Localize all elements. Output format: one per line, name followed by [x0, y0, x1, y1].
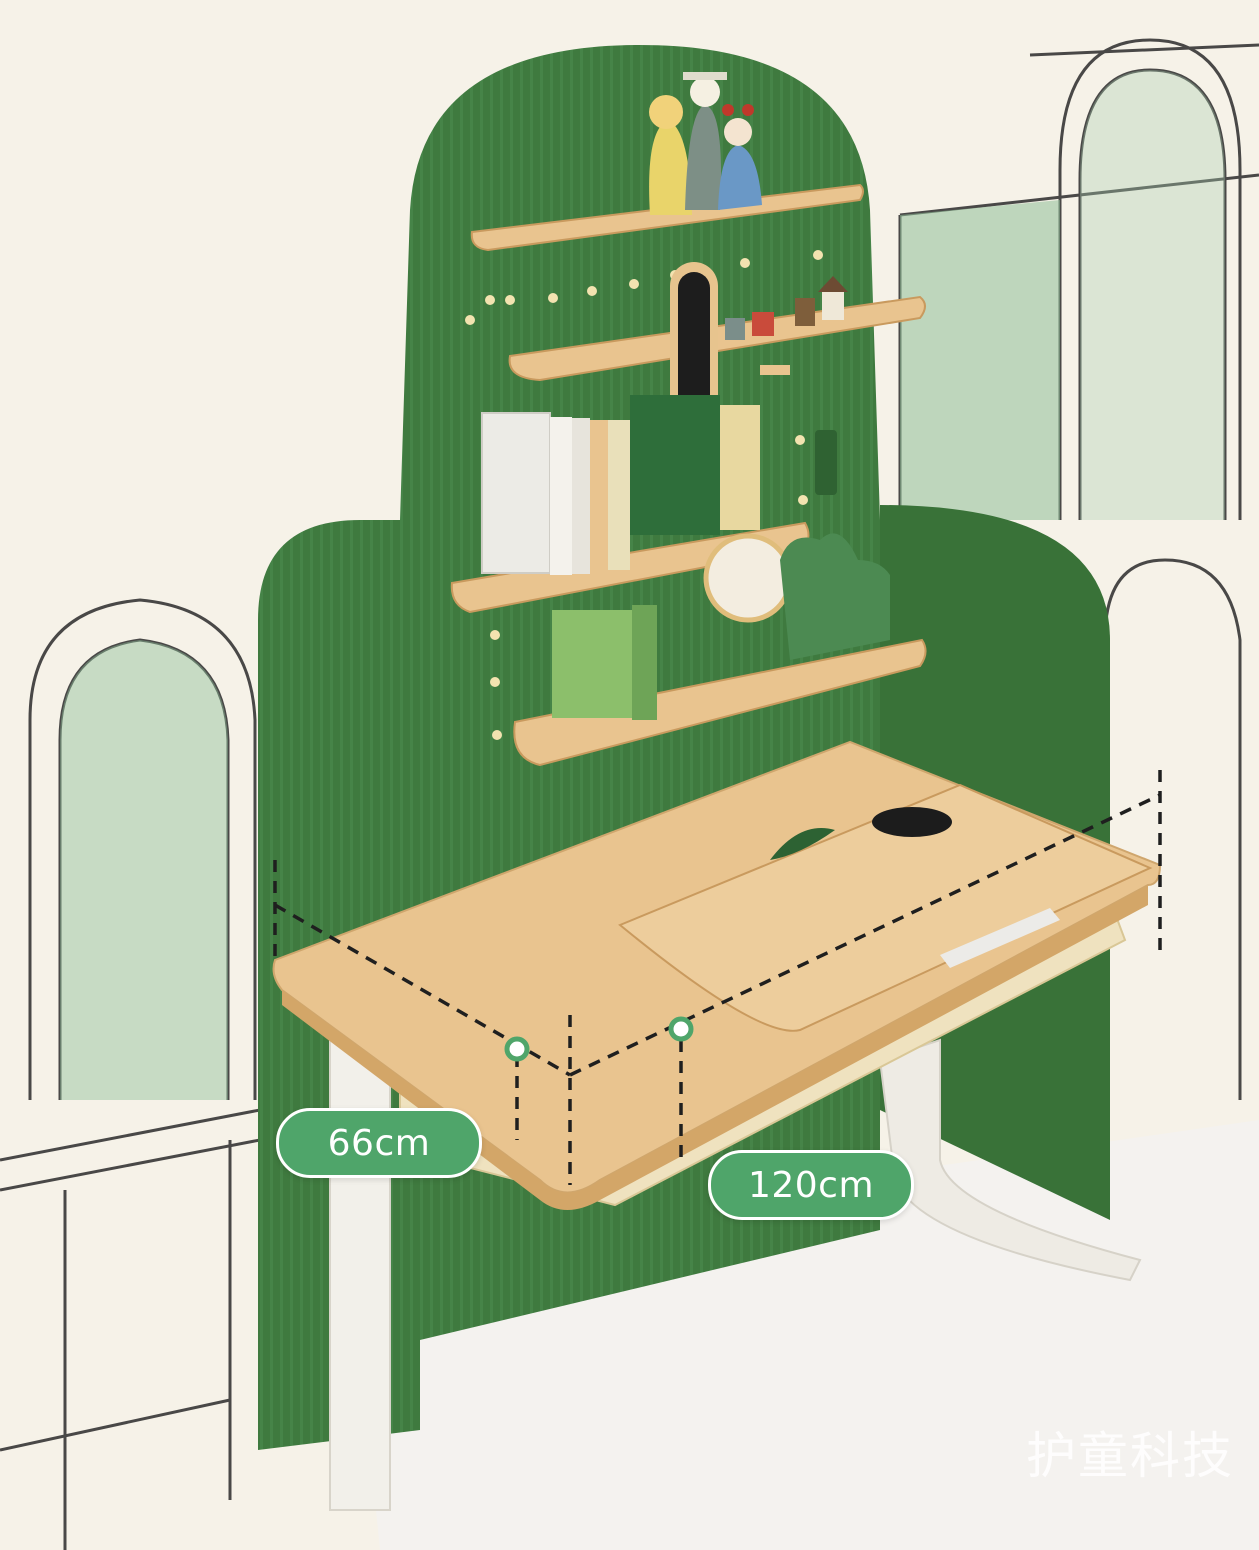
- watermark: 护童科技: [1026, 1427, 1234, 1485]
- miniature-houses: [725, 276, 848, 340]
- desk-top: [272, 740, 1162, 1210]
- depth-dimension-label: 66cm: [276, 1108, 482, 1178]
- pen-holder: [780, 533, 890, 660]
- hanging-hooks: [760, 365, 837, 495]
- width-dimension-label: 120cm: [708, 1150, 914, 1220]
- books: [481, 395, 760, 720]
- figurines: [649, 72, 762, 215]
- dimension-markers: [504, 1016, 694, 1062]
- round-mirror: [703, 533, 793, 623]
- background-glass: [60, 70, 1225, 1100]
